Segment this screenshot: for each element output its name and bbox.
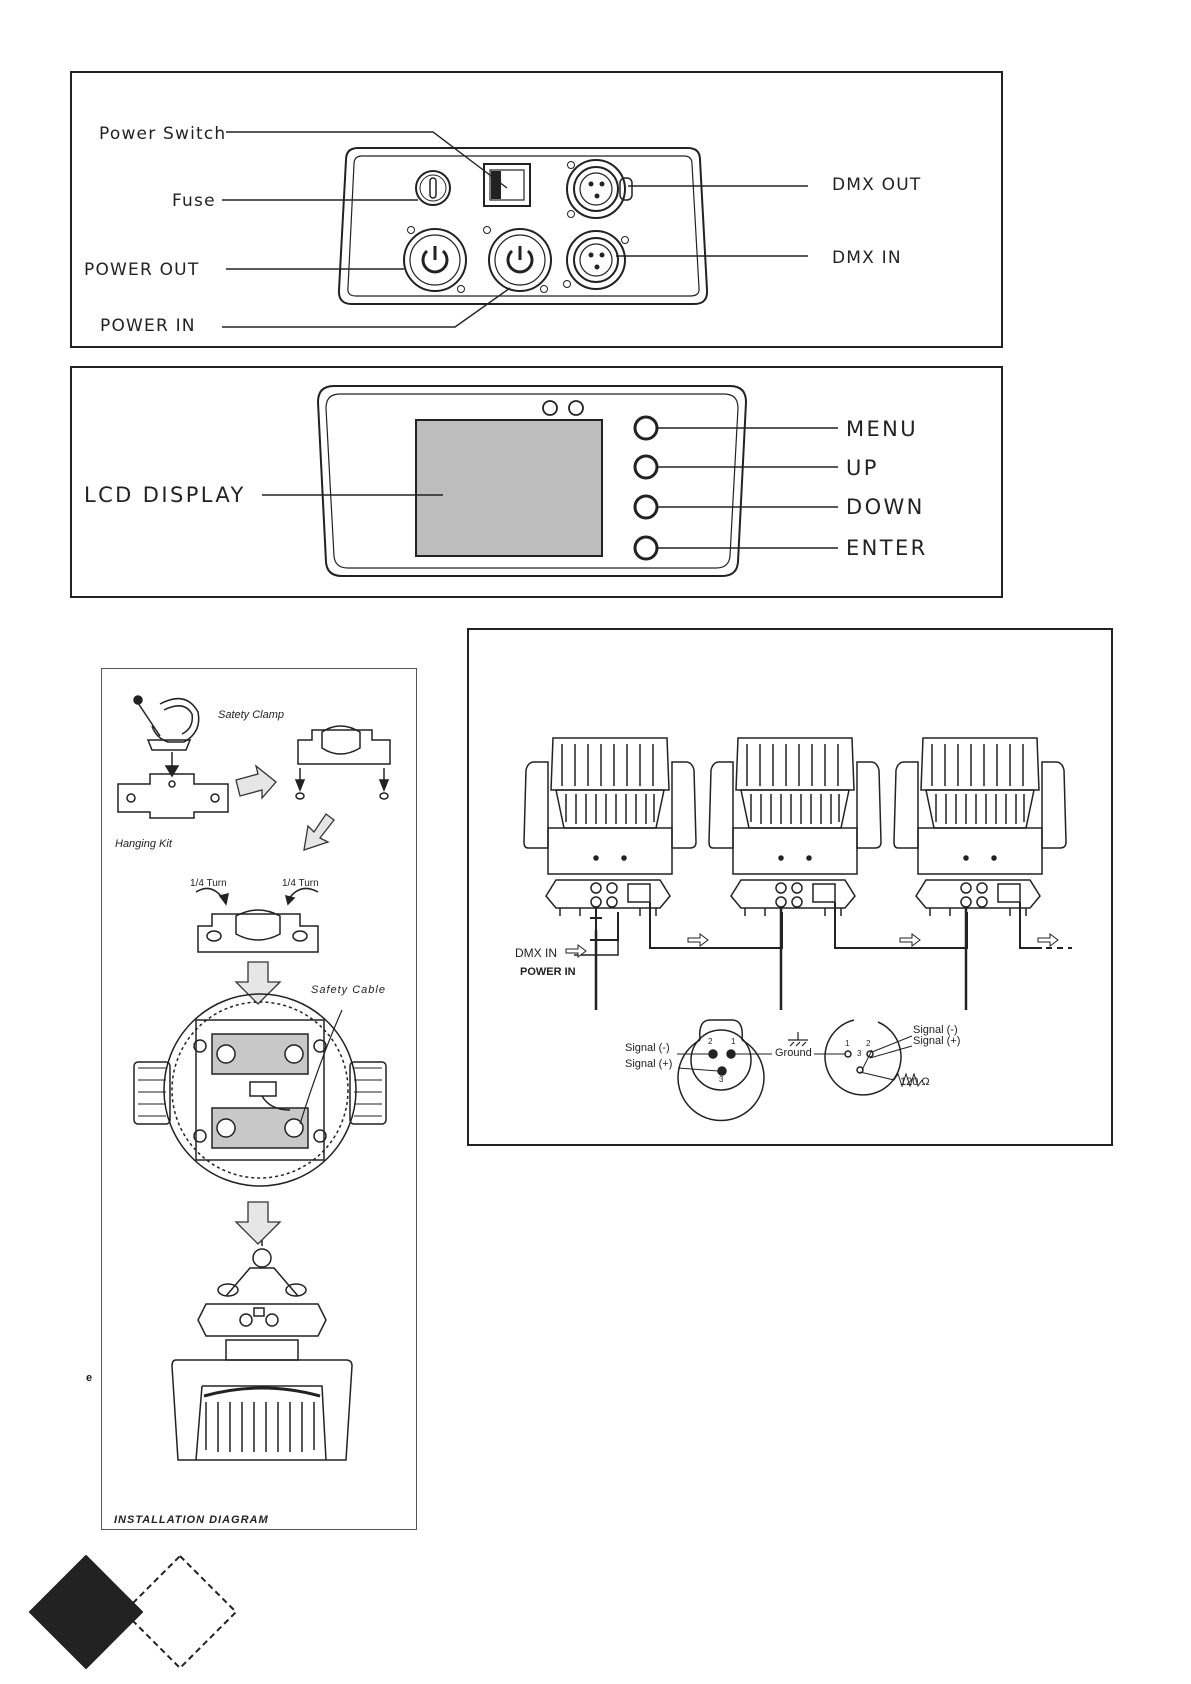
power-in-wiring-label: POWER IN <box>520 966 576 978</box>
signal-plus-right-label: Signal (+) <box>913 1035 960 1047</box>
dmx-flow-arrow-2-icon <box>900 934 920 946</box>
pin-2-left-label: 2 <box>708 1037 712 1046</box>
signal-plus-left-label: Signal (+) <box>625 1058 672 1070</box>
pin-1-left-label: 1 <box>731 1037 735 1046</box>
pin-3-right-label: 3 <box>857 1049 861 1058</box>
pin-1-right-label: 1 <box>845 1039 849 1048</box>
xlr-male-connector-icon <box>677 1020 772 1121</box>
dmx-cable-chain <box>574 902 1072 1010</box>
resistor-label: 120 Ω <box>900 1076 930 1088</box>
signal-minus-left-label: Signal (-) <box>625 1042 670 1054</box>
fixture-2-icon <box>709 738 881 916</box>
ground-label: Ground <box>775 1047 812 1059</box>
page-badge-filled-icon <box>30 1556 142 1668</box>
fixture-1-icon <box>524 738 696 916</box>
ground-symbol-icon <box>788 1032 808 1046</box>
pin-2-right-label: 2 <box>866 1039 870 1048</box>
dmx-flow-arrow-1-icon <box>688 934 708 946</box>
fixture-3-icon <box>894 738 1066 916</box>
pin-3-left-label: 3 <box>719 1075 723 1084</box>
dmx-flow-arrow-3-icon <box>1038 934 1058 946</box>
dmx-in-wiring-label: DMX IN <box>515 946 557 960</box>
